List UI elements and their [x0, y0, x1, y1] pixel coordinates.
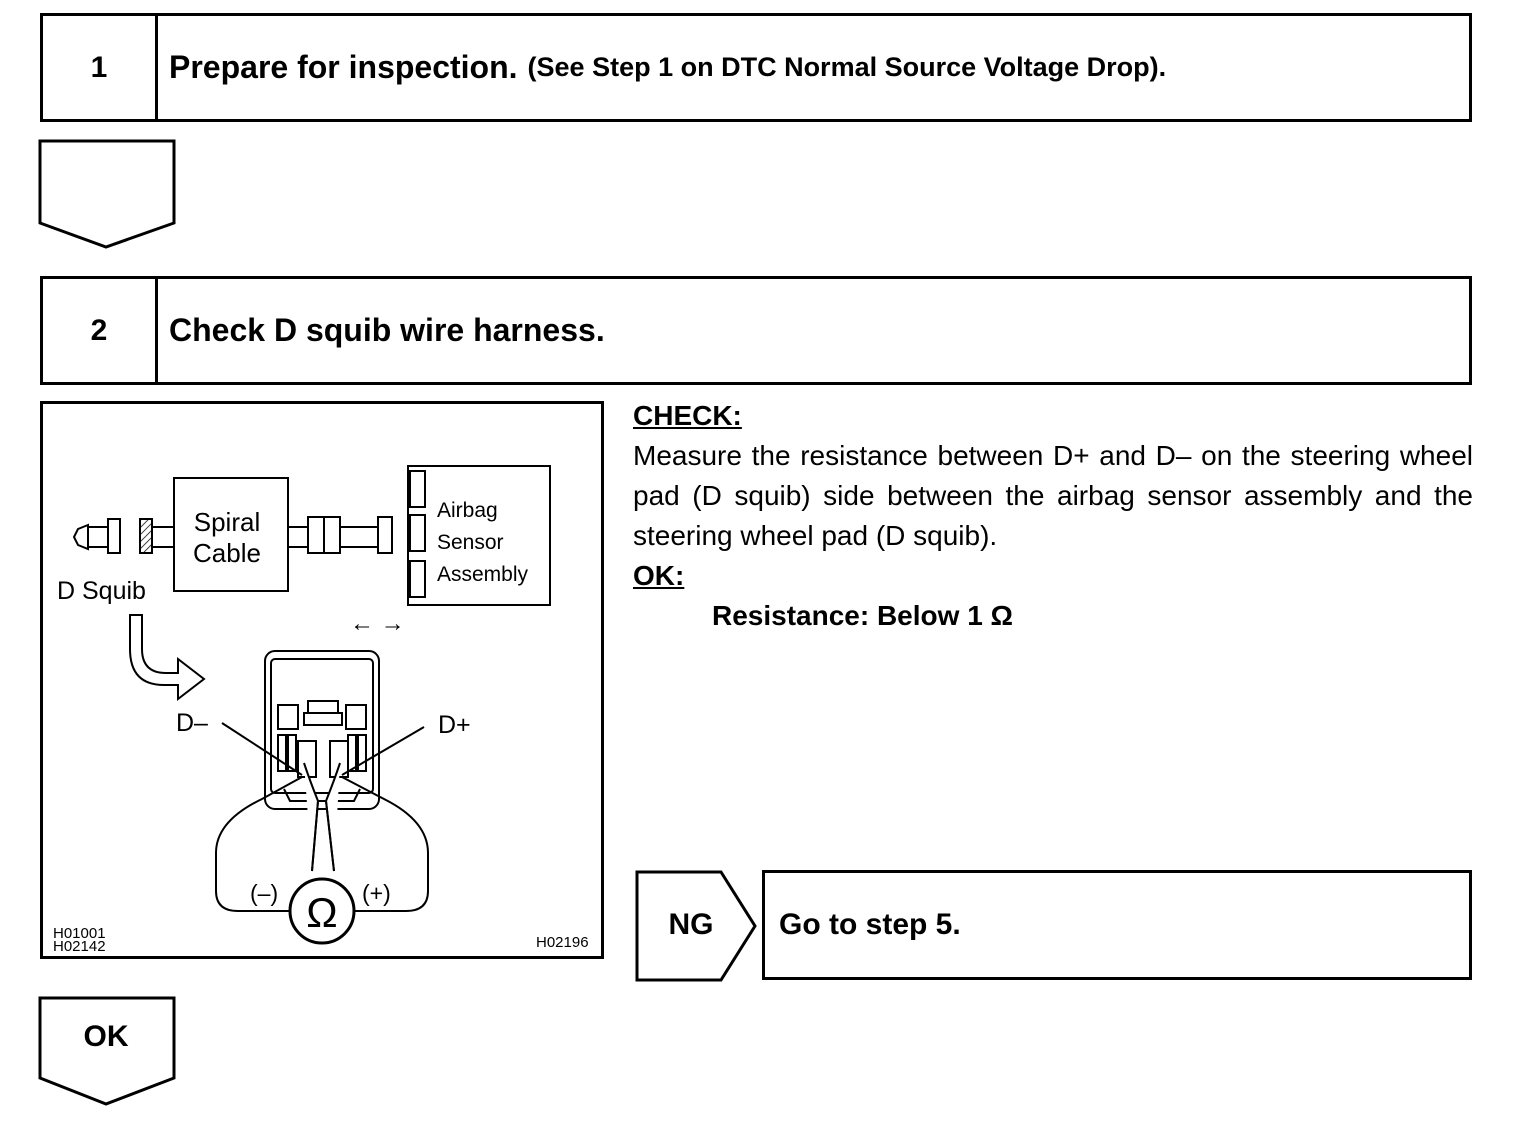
check-heading: CHECK:	[633, 400, 742, 431]
meter-leads	[215, 776, 429, 912]
sensor-side-connectors	[287, 516, 393, 554]
ohm-symbol: Ω	[306, 889, 337, 936]
pointer-arrow-icon	[129, 614, 206, 702]
check-section: CHECK: Measure the resistance between D+…	[633, 396, 1473, 636]
ohmmeter-icon	[288, 877, 356, 945]
continue-arrow-1	[38, 139, 176, 249]
resistance-spec: Resistance: Below 1 Ω	[712, 600, 1013, 631]
figure-code-2: H02142	[53, 938, 106, 955]
step-2-title: Check D squib wire harness.	[169, 312, 605, 348]
step-1-title: Prepare for inspection.	[169, 49, 518, 85]
step-2-box: 2 Check D squib wire harness.	[40, 276, 1472, 385]
ok-label: OK	[83, 1020, 129, 1053]
ng-arrow-shape	[635, 870, 757, 982]
negative-terminal-label: (–)	[250, 880, 278, 906]
hatched-connector	[139, 518, 153, 554]
spiral-cable-label-2: Cable	[193, 538, 261, 568]
airbag-label-2: Sensor	[437, 531, 504, 554]
d-plus-leader	[341, 726, 425, 776]
lead-wires	[303, 762, 341, 872]
check-instructions: Measure the resistance between D+ and D–…	[633, 440, 1473, 551]
step-1-reference: (See Step 1 on DTC Normal Source Voltage…	[527, 52, 1167, 82]
ng-label: NG	[668, 908, 714, 941]
spiral-cable-label-1: Spiral	[194, 507, 260, 537]
airbag-sensor-pins	[409, 470, 426, 598]
ng-action-text: Go to step 5.	[779, 908, 961, 941]
d-squib-connector	[72, 518, 121, 554]
step-1-number: 1	[43, 16, 158, 119]
step-2-number: 2	[43, 279, 158, 382]
airbag-sensor-assembly-box	[407, 465, 551, 606]
wiring-diagram: Spiral Cable Airbag Sensor Assembly D Sq…	[40, 401, 604, 959]
ng-action-box: Go to step 5.	[762, 870, 1472, 980]
d-plus-label: D+	[438, 711, 471, 739]
squib-connector-face	[264, 650, 380, 810]
step-2-title-wrapper: Check D squib wire harness.	[169, 279, 605, 382]
figure-code-1: H01001	[53, 925, 106, 942]
figure-code-3: H02196	[536, 934, 589, 951]
step-1-title-wrapper: Prepare for inspection. (See Step 1 on D…	[169, 16, 1166, 119]
ok-heading: OK:	[633, 560, 685, 591]
positive-terminal-label: (+)	[362, 880, 391, 906]
airbag-label-1: Airbag	[437, 499, 498, 522]
airbag-label-3: Assembly	[437, 563, 529, 586]
ok-arrow-shape	[38, 996, 176, 1106]
disconnect-arrows: ← →	[350, 610, 405, 637]
d-minus-leader	[221, 722, 303, 776]
d-minus-label: D–	[176, 709, 208, 737]
d-squib-label: D Squib	[57, 577, 146, 605]
step-1-box: 1 Prepare for inspection. (See Step 1 on…	[40, 13, 1472, 122]
